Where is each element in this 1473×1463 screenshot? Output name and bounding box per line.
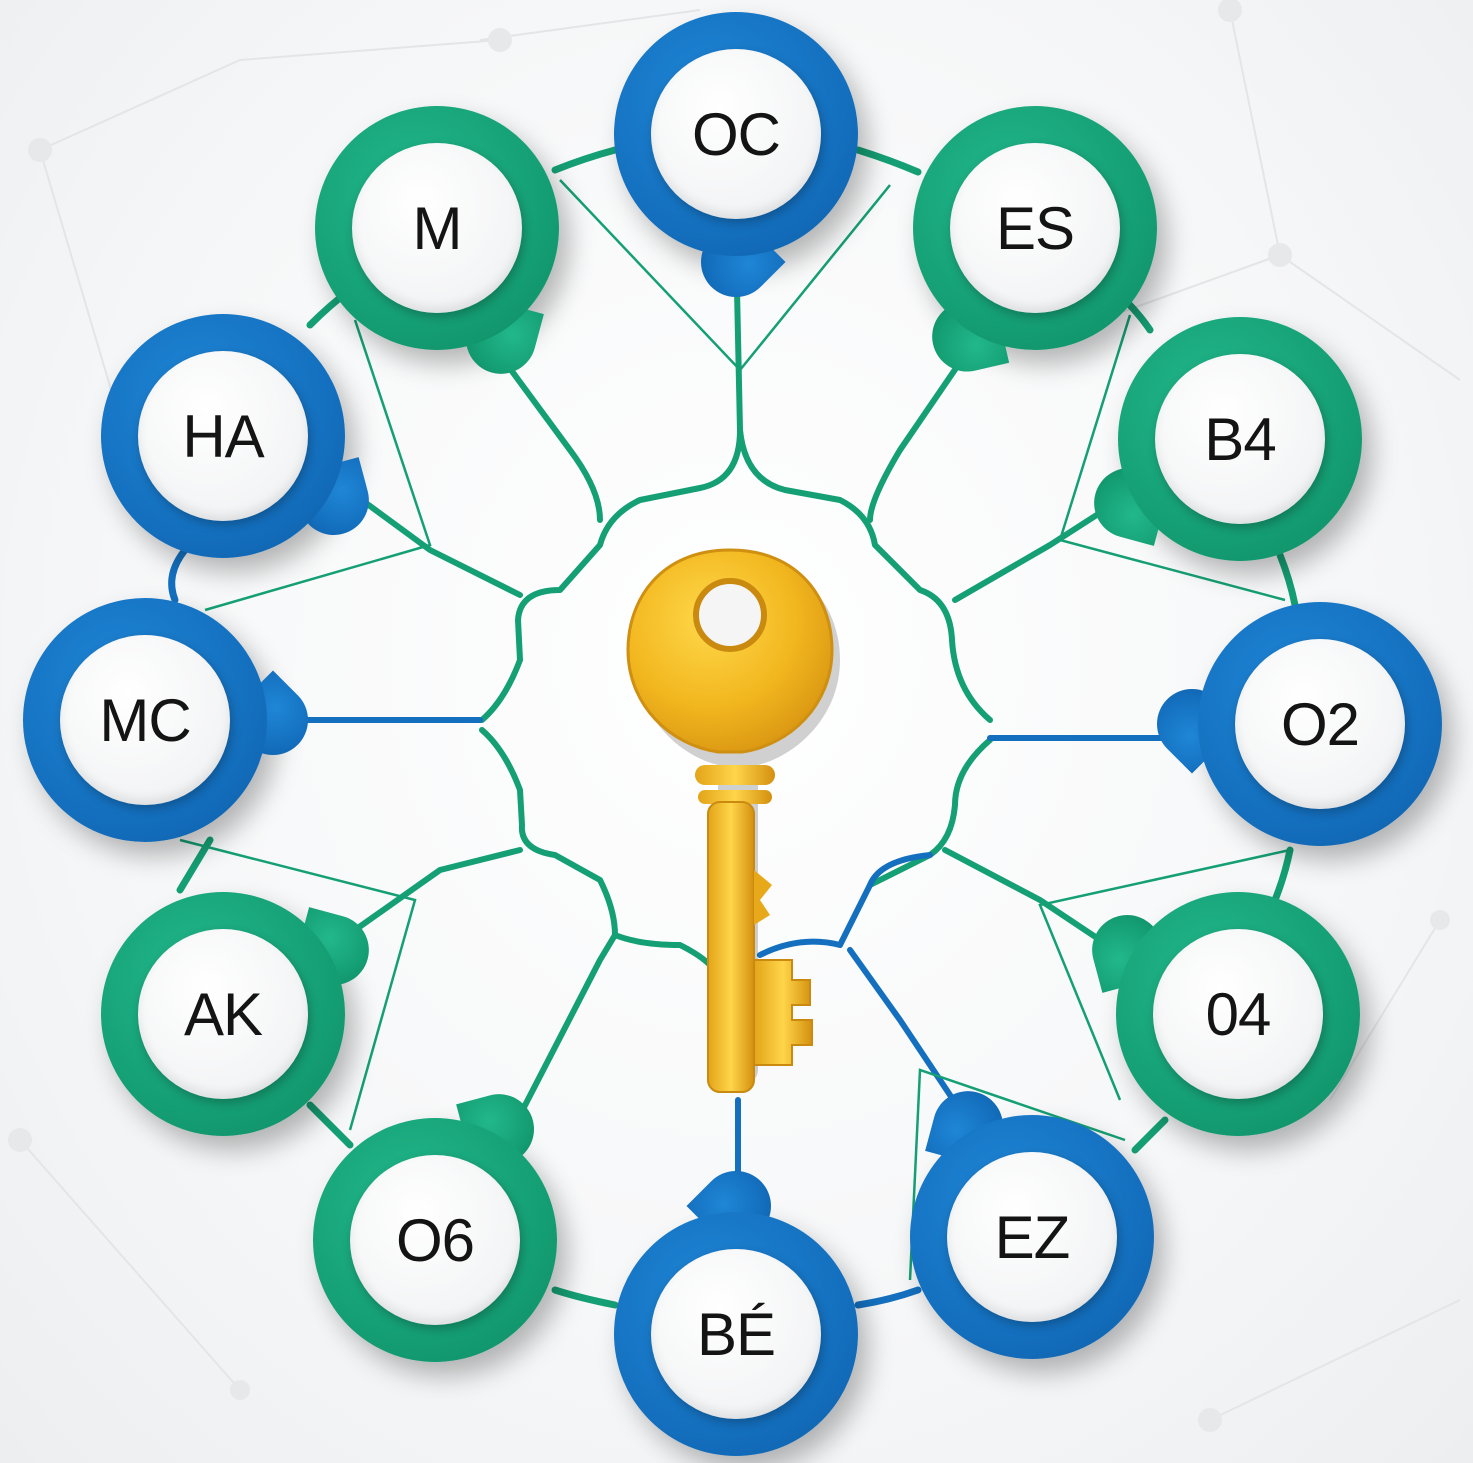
node-label: O6 (395, 1206, 475, 1274)
node-label: M (412, 194, 463, 262)
node-label: OC (692, 100, 781, 168)
node-o2: O2 (1142, 602, 1442, 846)
node-label: BÉ (696, 1300, 776, 1368)
node-es: ES (913, 106, 1157, 379)
node-ha: HA (101, 314, 377, 558)
node-label: 04 (1205, 980, 1272, 1048)
key-icon (626, 548, 840, 1093)
node-ez: EZ (910, 1083, 1154, 1359)
node-m: M (315, 106, 559, 382)
node-mc: MC (23, 598, 323, 842)
node-04: 04 (1084, 892, 1360, 1136)
node-be: BÉ (614, 1156, 858, 1456)
node-label: B4 (1204, 405, 1276, 473)
node-o6: O6 (313, 1086, 557, 1362)
node-label: O2 (1280, 690, 1360, 758)
node-label: EZ (994, 1203, 1071, 1271)
node-oc: OC (614, 12, 858, 312)
node-b4: B4 (1086, 317, 1362, 561)
node-label: MC (99, 686, 191, 754)
node-label: HA (182, 402, 264, 470)
node-ak: AK (101, 892, 377, 1136)
node-label: ES (995, 194, 1075, 262)
node-label: AK (183, 980, 263, 1048)
